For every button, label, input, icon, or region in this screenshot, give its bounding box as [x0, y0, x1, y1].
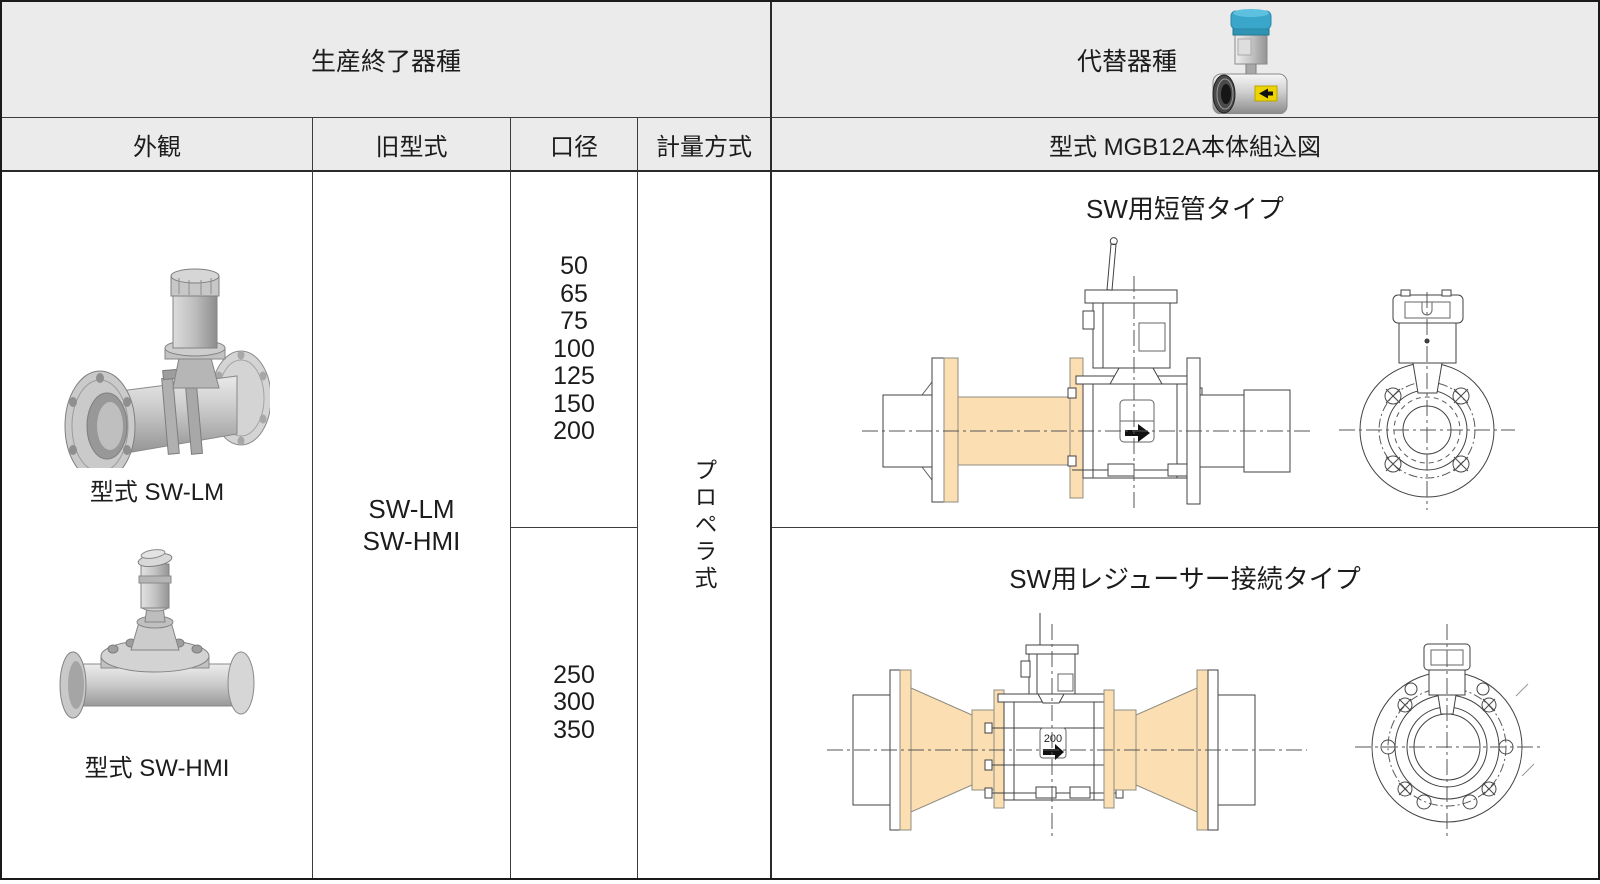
- discontinued-models-header: 生産終了器種: [2, 2, 772, 118]
- column-header-diagram: 型式 MGB12A本体組込図: [772, 118, 1598, 172]
- col-diagram-label: 型式 MGB12A本体組込図: [1048, 133, 1322, 161]
- diameter-value: 50: [560, 252, 588, 281]
- discontinued-models-title: 生産終了器種: [310, 47, 461, 76]
- replacement-models-title: 代替器種: [1076, 47, 1177, 76]
- diameter-value: 75: [560, 307, 588, 336]
- diameter-value: 250: [553, 660, 595, 689]
- product-photo-sw-lm: 型式 SW-LM: [42, 262, 272, 507]
- section-title-reducer: SW用レジューサー接続タイプ: [1009, 564, 1361, 594]
- col-metering-label: 計量方式: [656, 133, 752, 161]
- diameter-value: 125: [553, 362, 595, 391]
- col-appearance-label: 外観: [133, 133, 181, 161]
- diameter-value: 300: [553, 688, 595, 717]
- product-caption-sw-lm: 型式 SW-LM: [89, 479, 225, 506]
- reducer-technical-drawing: 200: [827, 613, 1542, 840]
- flow-direction-right-arrow: [1043, 744, 1064, 760]
- diameter-small-cell: 50 65 75 100 125 150 200: [511, 172, 638, 528]
- sw-lm-photo-illustration: [64, 268, 270, 468]
- column-header-metering: 計量方式: [638, 118, 772, 172]
- metering-method-cell: プロペラ式: [638, 172, 772, 878]
- old-model-sw-lm: SW-LM: [368, 494, 455, 524]
- column-header-appearance: 外観: [2, 118, 313, 172]
- product-caption-sw-hmi: 型式 SW-HMI: [84, 755, 230, 782]
- diagram-reducer-cell: SW用レジューサー接続タイプ: [772, 528, 1598, 878]
- section-title-short-pipe: SW用短管タイプ: [1086, 194, 1284, 224]
- diagram-short-pipe-cell: SW用短管タイプ: [772, 172, 1598, 528]
- sw-hmi-photo-illustration: [59, 549, 255, 719]
- product-photo-sw-hmi: 型式 SW-HMI: [57, 546, 257, 783]
- col-old-model-label: 旧型式: [375, 133, 448, 161]
- diameter-large-cell: 250 300 350: [511, 528, 638, 878]
- replacement-models-header: 代替器種: [772, 2, 1598, 118]
- metering-method-label: プロペラ式: [691, 457, 717, 593]
- old-model-cell: SW-LM SW-HMI: [313, 172, 511, 878]
- column-header-diameter: 口径: [511, 118, 638, 172]
- diameter-value: 350: [553, 715, 595, 744]
- short-pipe-technical-drawing: [862, 237, 1515, 512]
- diameter-value: 100: [553, 334, 595, 363]
- old-model-sw-hmi: SW-HMI: [362, 526, 461, 556]
- flow-label-200: 200: [1044, 733, 1062, 745]
- flow-direction-right-arrow: [1125, 424, 1150, 442]
- appearance-cell: 型式 SW-LM: [2, 172, 313, 878]
- col-diameter-label: 口径: [550, 133, 598, 161]
- diameter-value: 200: [553, 417, 595, 446]
- diameter-value: 150: [553, 389, 595, 418]
- replacement-product-photo-icon: [1207, 6, 1293, 114]
- diameter-value: 65: [560, 279, 588, 308]
- column-header-old-model: 旧型式: [313, 118, 511, 172]
